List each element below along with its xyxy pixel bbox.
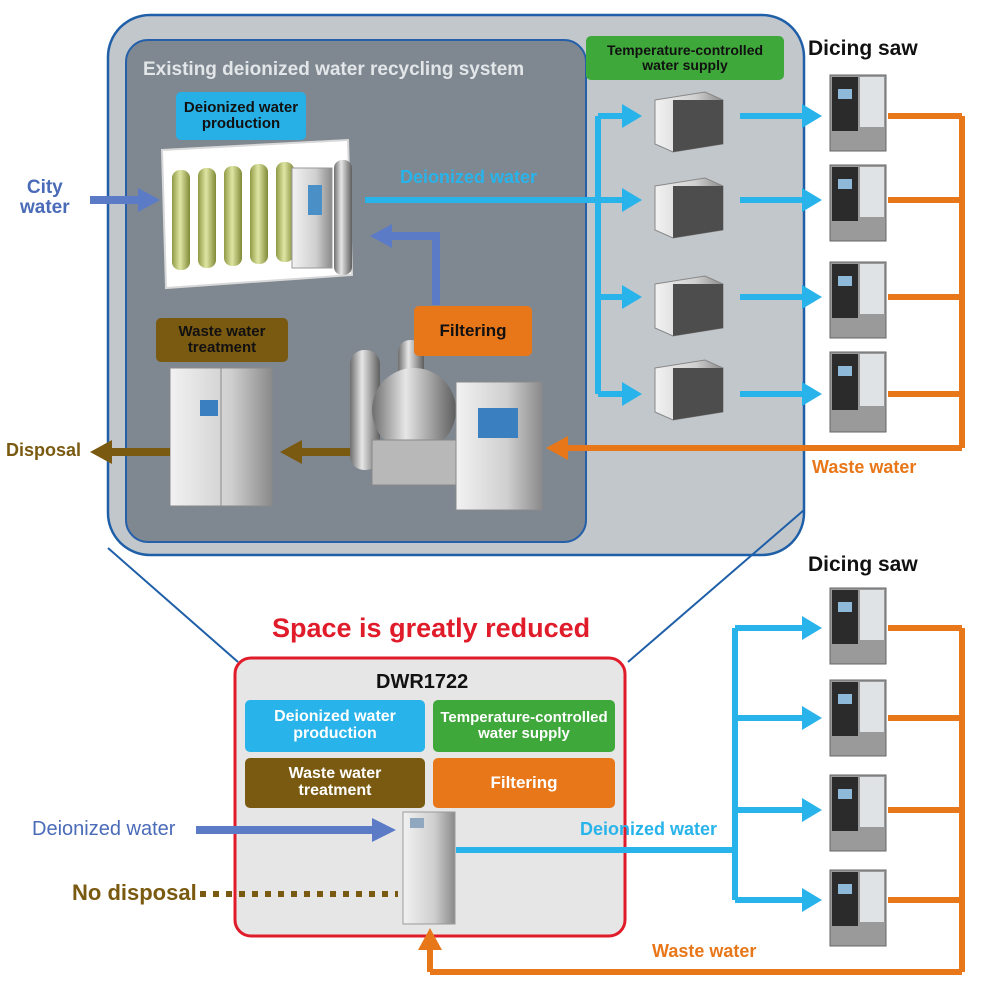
waste-water-top xyxy=(565,113,965,451)
space-reduced-heading: Space is greatly reduced xyxy=(272,613,591,643)
deionized-water-out-label: Deionized water xyxy=(580,819,718,839)
filtering-equipment xyxy=(350,340,543,511)
dicing-saws-top xyxy=(829,74,887,433)
waste-water-bottom xyxy=(427,625,965,975)
waste-treatment-cabinet xyxy=(169,367,273,507)
bottom-filtering-box: Filtering xyxy=(433,758,615,808)
bottom-waste-treatment-box: Waste water treatment xyxy=(245,758,425,808)
waste-water-label-top: Waste water xyxy=(812,457,917,477)
deionized-water-label-top: Deionized water xyxy=(400,167,538,187)
temp-supply-label: Temperature-controlled water supply xyxy=(586,36,784,80)
waste-to-treatment-arrow xyxy=(280,440,350,464)
disposal-arrow xyxy=(90,440,170,464)
bottom-temp-supply-box: Temperature-controlled water supply xyxy=(433,700,615,752)
deionized-water-in-label: Deionized water xyxy=(32,818,176,840)
city-water-label: City water xyxy=(20,177,70,218)
disposal-label: Disposal xyxy=(6,440,82,460)
waste-water-label-bottom: Waste water xyxy=(652,941,757,961)
funnel-left-line xyxy=(107,547,239,663)
dw-production-label: Deionized water production xyxy=(176,92,306,140)
bottom-dw-production-box: Deionized water production xyxy=(245,700,425,752)
dicing-saw-label-bottom: Dicing saw xyxy=(808,553,918,576)
waste-treatment-label: Waste water treatment xyxy=(156,318,288,362)
supply-arrowheads xyxy=(622,104,642,406)
temp-supply-units xyxy=(654,91,724,421)
no-disposal-label: No disposal xyxy=(72,880,197,905)
dicing-saw-label-top: Dicing saw xyxy=(808,37,918,60)
dw-production-equipment xyxy=(160,138,354,290)
funnel-right-line xyxy=(627,509,805,663)
deionized-water-out-bottom xyxy=(456,625,805,903)
dwr1722-model-label: DWR1722 xyxy=(376,671,469,693)
deionized-water-main xyxy=(365,113,625,397)
deionized-water-in-arrow xyxy=(196,818,396,842)
dicing-saws-bottom xyxy=(829,587,887,947)
filtered-return-arrow xyxy=(370,224,440,305)
existing-system-title: Existing deionized water recycling syste… xyxy=(143,59,525,80)
supply-to-saw-arrows xyxy=(740,113,805,397)
city-water-arrow xyxy=(90,188,160,212)
filtering-label: Filtering xyxy=(414,306,532,356)
dwr1722-unit xyxy=(402,811,456,925)
